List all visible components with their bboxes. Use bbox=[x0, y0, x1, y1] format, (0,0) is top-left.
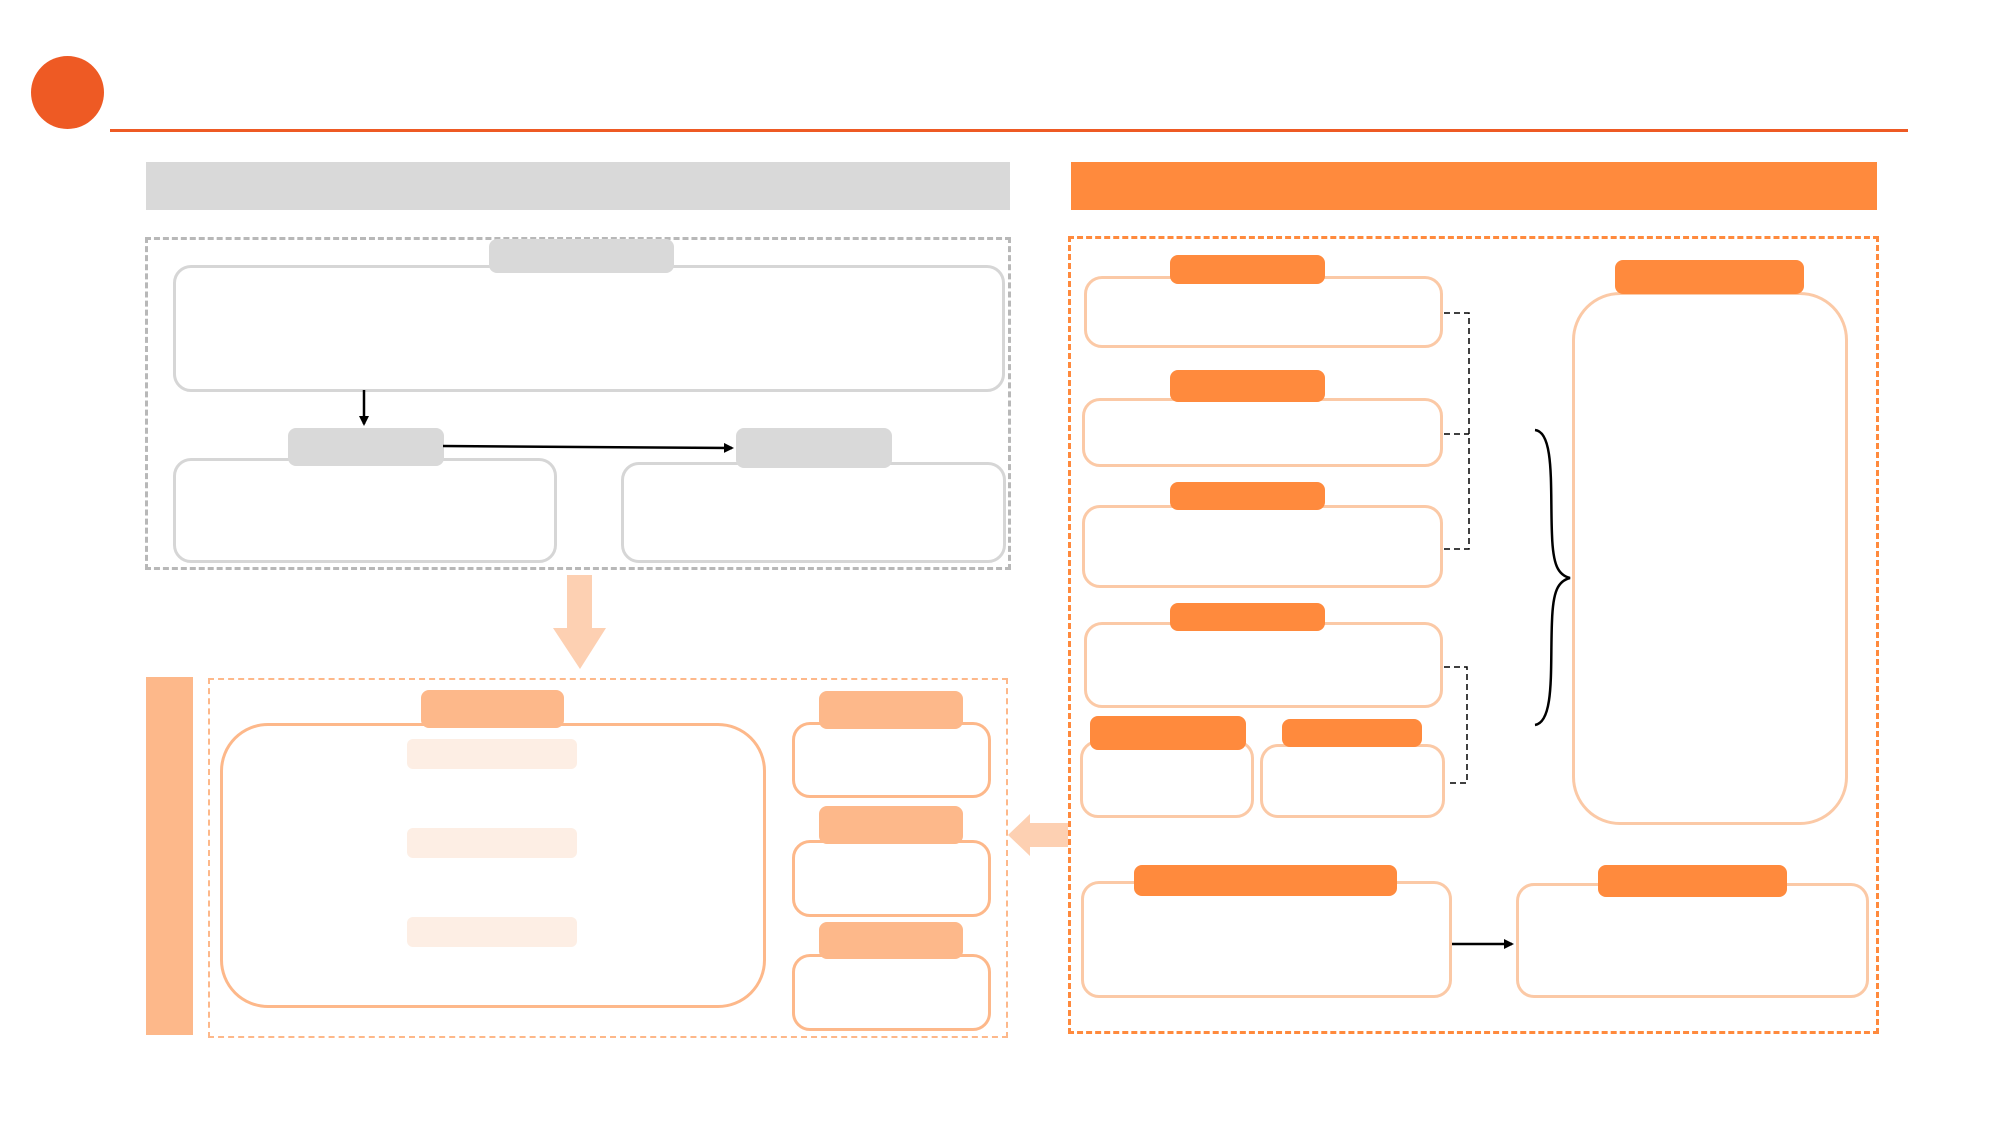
title-underline bbox=[110, 129, 1908, 132]
arrow-right bbox=[442, 442, 734, 453]
right-tag-6 bbox=[1282, 719, 1422, 747]
left-lower-box-2 bbox=[621, 462, 1006, 563]
right-bottom-tag-1 bbox=[1134, 865, 1397, 896]
right-tag-3 bbox=[1170, 482, 1325, 510]
right-box-3 bbox=[1082, 505, 1443, 588]
bottom-side-box-2 bbox=[792, 840, 991, 917]
right-tall-box bbox=[1572, 292, 1848, 825]
bottom-main-box bbox=[220, 723, 766, 1008]
big-down-arrow bbox=[553, 575, 606, 669]
left-section-header bbox=[146, 162, 1010, 210]
right-bottom-box-1 bbox=[1081, 881, 1452, 998]
right-tag-4 bbox=[1170, 603, 1325, 631]
left-lower-tag-2 bbox=[736, 428, 892, 468]
left-dashed-region bbox=[145, 237, 1011, 570]
text-placeholder-2 bbox=[407, 828, 577, 858]
right-tag-1 bbox=[1170, 255, 1325, 284]
right-box-4 bbox=[1084, 622, 1443, 708]
bottom-side-tag-3 bbox=[819, 922, 963, 959]
left-top-tag bbox=[489, 239, 674, 273]
text-placeholder-3 bbox=[407, 917, 577, 947]
title-bullet-dot bbox=[31, 56, 104, 129]
right-tall-tag bbox=[1615, 260, 1804, 294]
bottom-side-tag-2 bbox=[819, 806, 963, 844]
bottom-dashed-region bbox=[208, 678, 1008, 1038]
bottom-main-tag bbox=[421, 690, 564, 728]
curly-brace bbox=[1534, 428, 1571, 727]
bottom-side-tag-1 bbox=[819, 691, 963, 729]
right-tag-5 bbox=[1090, 716, 1246, 750]
dashed-bracket-lower bbox=[1444, 666, 1468, 784]
right-bottom-tag-2 bbox=[1598, 865, 1787, 897]
right-section-header bbox=[1071, 162, 1877, 210]
big-left-arrow bbox=[1008, 814, 1068, 856]
text-placeholder-1 bbox=[407, 739, 577, 769]
right-box-5 bbox=[1080, 740, 1254, 818]
side-bar bbox=[146, 677, 193, 1035]
dashed-bracket-upper bbox=[1444, 312, 1470, 550]
right-bottom-box-2 bbox=[1516, 883, 1869, 998]
left-lower-tag-1 bbox=[288, 428, 444, 466]
right-dashed-region bbox=[1068, 236, 1879, 1034]
right-tag-2 bbox=[1170, 370, 1325, 402]
